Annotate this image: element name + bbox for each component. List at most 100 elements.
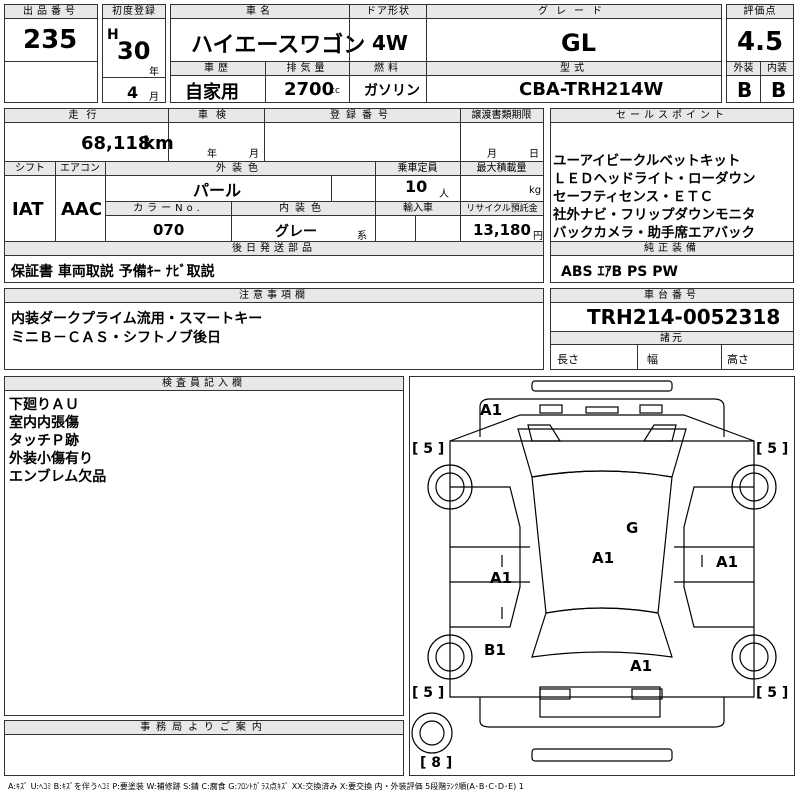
score-label: 評価点 (727, 5, 793, 19)
lot-number: 235 (23, 25, 78, 55)
damage-mark: A1 (592, 549, 615, 567)
first-reg-cell: 初度登録 H 30 年 4 月 (102, 4, 166, 103)
inspector-line: 外装小傷有り (9, 451, 93, 467)
sales-points-label: セールスポイント (551, 109, 793, 123)
damage-mark: B1 (484, 641, 506, 659)
reg-year: 30 (117, 37, 151, 65)
load-label: 最大積載量 (460, 162, 543, 176)
notes-label: 注意事項欄 (5, 289, 543, 303)
transfer-month-unit: 月 (487, 149, 497, 160)
later-parts-text: 保証書 車両取説 予備ｷｰ ﾅﾋﾞ取説 (11, 264, 215, 280)
grade-value: GL (561, 29, 596, 57)
later-parts-label: 後日発送部品 (5, 242, 543, 256)
ac-value: AAC (61, 199, 103, 220)
chassis-value: TRH214-0052318 (587, 305, 781, 329)
capacity-unit: 人 (439, 189, 449, 200)
later-parts-cell: 後日発送部品 保証書 車両取説 予備ｷｰ ﾅﾋﾞ取説 (4, 241, 544, 283)
displacement-cell: 排気量 2700 cc (265, 61, 350, 103)
transfer-day-unit: 日 (529, 149, 539, 160)
inspect-year-unit: 年 (207, 149, 217, 160)
transfer-label: 譲渡書類期限 (460, 109, 543, 123)
history-cell: 車歴 自家用 (170, 61, 266, 103)
mileage-value: 68,118 (81, 133, 151, 154)
notes-cell: 注意事項欄 内装ダークプライム流用・スマートキー ミニＢ－ＣＡＳ・シフトノブ後日 (4, 288, 544, 370)
capacity-value: 10 (405, 177, 428, 196)
recycle-unit: 円 (533, 231, 543, 242)
color-label: 外装色 (105, 162, 375, 176)
inspector-label: 検査員記入欄 (5, 377, 403, 391)
equipment-cell: 純正装備 ABS ｴｱB PS PW (550, 241, 794, 283)
displacement-label: 排気量 (266, 62, 349, 76)
equipment-text: ABS ｴｱB PS PW (561, 264, 678, 280)
displacement-unit: cc (330, 86, 340, 96)
sales-points-cell: セールスポイント ユーアイビークルベットキット ＬＥＤヘッドライト・ローダウン … (550, 108, 794, 242)
notes-line: ミニＢ－ＣＡＳ・シフトノブ後日 (11, 330, 221, 346)
damage-mark: A1 (480, 401, 503, 419)
plate-label: 登録番号 (264, 109, 460, 123)
import-label: 輸入車 (376, 202, 460, 216)
damage-mark: A1 (630, 657, 653, 675)
history-value: 自家用 (185, 82, 239, 103)
year-unit: 年 (149, 67, 159, 78)
grade-cell: グレード GL (426, 4, 722, 62)
mileage-label: 走行 (5, 109, 168, 123)
inspector-line: エンブレム欠品 (9, 469, 107, 485)
dims-label: 諸元 (551, 331, 793, 345)
exterior-grade-cell: 外装 B (726, 61, 761, 103)
color-no-value: 070 (153, 221, 185, 239)
tire-depth: [ 8 ] (420, 755, 453, 771)
int-color-label: 内装色 (231, 202, 375, 216)
int-color-value: グレー (275, 224, 317, 240)
inspector-line: 室内内張傷 (9, 415, 79, 431)
door-value: 4W (372, 31, 408, 55)
tire-depth: [ 5 ] (756, 441, 789, 457)
exterior-grade: B (737, 78, 753, 102)
lot-label: 出品番号 (5, 5, 97, 19)
width-label: 幅 (647, 353, 658, 366)
sales-line: 社外ナビ・フリップダウンモニタ (553, 207, 756, 223)
tire-depth: [ 5 ] (412, 441, 445, 457)
length-label: 長さ (557, 353, 579, 366)
interior-grade: B (771, 78, 787, 102)
inspector-line: タッチＰ跡 (9, 433, 79, 449)
height-label: 高さ (727, 353, 749, 366)
notes-line: 内装ダークプライム流用・スマートキー (11, 311, 263, 327)
sales-line: セーフティセンス・ＥＴＣ (553, 189, 714, 205)
load-unit: kg (529, 185, 542, 196)
damage-mark: A1 (490, 569, 513, 587)
tire-depth: [ 5 ] (756, 685, 789, 701)
displacement-value: 2700 (284, 79, 335, 100)
lot-number-cell: 出品番号 235 (4, 4, 98, 62)
interior-label: 内装 (761, 62, 793, 76)
capacity-label: 乗車定員 (375, 162, 460, 176)
shift-value: IAT (12, 199, 44, 220)
sales-line: ＬＥＤヘッドライト・ローダウン (553, 171, 756, 187)
chassis-cell: 車台番号 TRH214-0052318 諸元 長さ 幅 高さ (550, 288, 794, 370)
score-cell: 評価点 4.5 (726, 4, 794, 62)
history-label: 車歴 (171, 62, 265, 76)
car-diagram: A1 G A1 A1 A1 B1 A1 [ 5 ] [ 5 ] [ 5 ] [ … (409, 376, 795, 776)
int-color-unit: 系 (357, 231, 367, 242)
office-cell: 事務局よりご案内 (4, 720, 404, 776)
reg-month: 4 (127, 83, 139, 102)
era: H (107, 27, 119, 43)
chassis-label: 車台番号 (551, 289, 793, 303)
ac-label: エアコン (55, 162, 105, 176)
car-name: ハイエースワゴン (191, 33, 366, 58)
model-label: 型式 (427, 62, 721, 76)
tire-depth: [ 5 ] (412, 685, 445, 701)
first-reg-label: 初度登録 (103, 5, 165, 19)
recycle-label: リサイクル預託金 (461, 202, 543, 216)
month-unit: 月 (149, 92, 159, 103)
fuel-label: 燃料 (350, 62, 426, 76)
exterior-label: 外装 (727, 62, 760, 76)
fuel-value: ガソリン (364, 83, 420, 99)
car-name-cell: 車名 ハイエースワゴン (170, 4, 365, 62)
car-name-label: 車名 (171, 5, 349, 19)
inspect-month-unit: 月 (249, 149, 259, 160)
sales-line: ユーアイビークルベットキット (553, 153, 741, 169)
grade-label: グレード (427, 5, 721, 19)
model-value: CBA-TRH214W (519, 79, 664, 100)
sales-line: バックカメラ・助手席エアバック (553, 225, 755, 241)
fuel-cell: 燃料 ガソリン (349, 61, 427, 103)
